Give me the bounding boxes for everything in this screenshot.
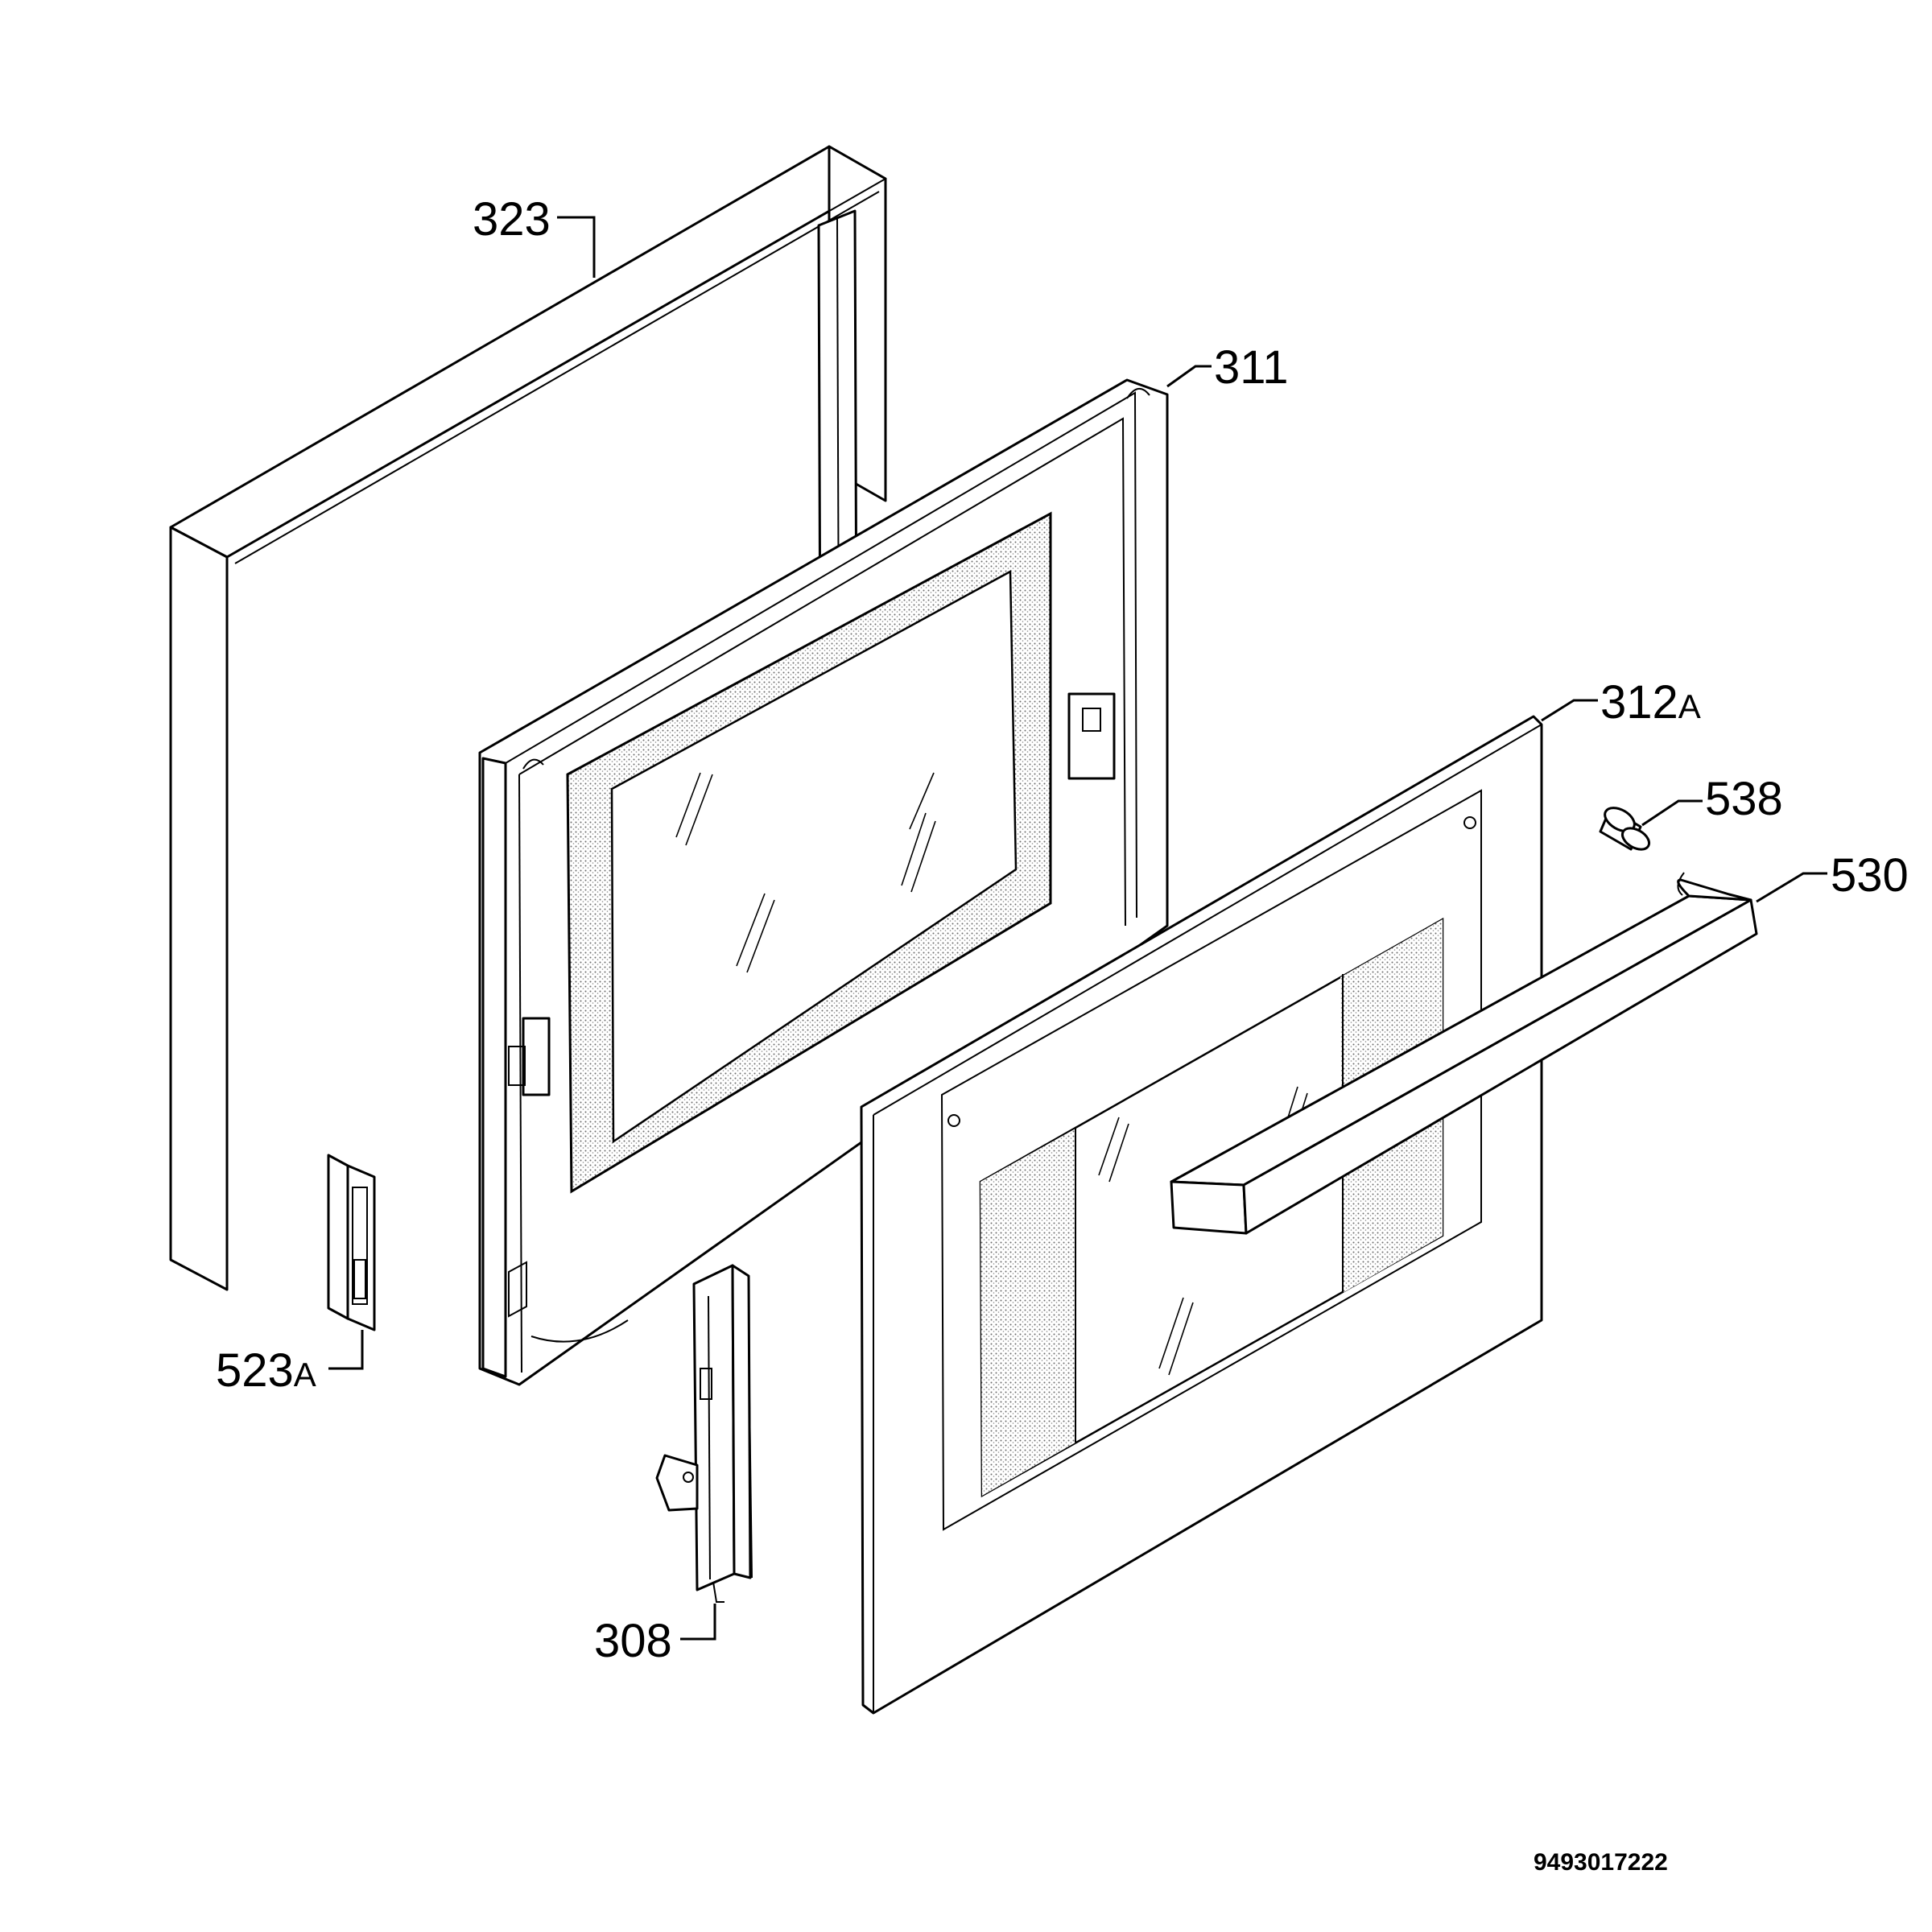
label-538: 538 xyxy=(1705,773,1783,825)
label-523a: 523A xyxy=(216,1344,316,1397)
label-312a: 312A xyxy=(1600,676,1701,729)
leader-323 xyxy=(557,216,596,278)
label-308: 308 xyxy=(594,1615,672,1667)
leader-308 xyxy=(680,1604,716,1641)
document-number: 9493017222 xyxy=(1534,1849,1668,1876)
part-538-handle-cap xyxy=(1599,807,1651,851)
label-311: 311 xyxy=(1214,341,1288,394)
leader-538 xyxy=(1641,799,1703,827)
leader-530 xyxy=(1756,872,1827,903)
label-323: 323 xyxy=(473,193,551,246)
leader-312a xyxy=(1541,699,1598,722)
part-311-inner-door-panel xyxy=(478,378,1169,1386)
label-530: 530 xyxy=(1831,849,1909,902)
callout-leaders xyxy=(328,216,1827,1641)
leader-311 xyxy=(1166,365,1212,388)
leader-523a xyxy=(328,1330,364,1370)
glass-reflections-311 xyxy=(675,772,936,973)
part-523a-latch-bracket xyxy=(327,1154,376,1331)
part-530-door-handle xyxy=(1170,872,1758,1235)
part-308-hinge xyxy=(655,1264,753,1603)
